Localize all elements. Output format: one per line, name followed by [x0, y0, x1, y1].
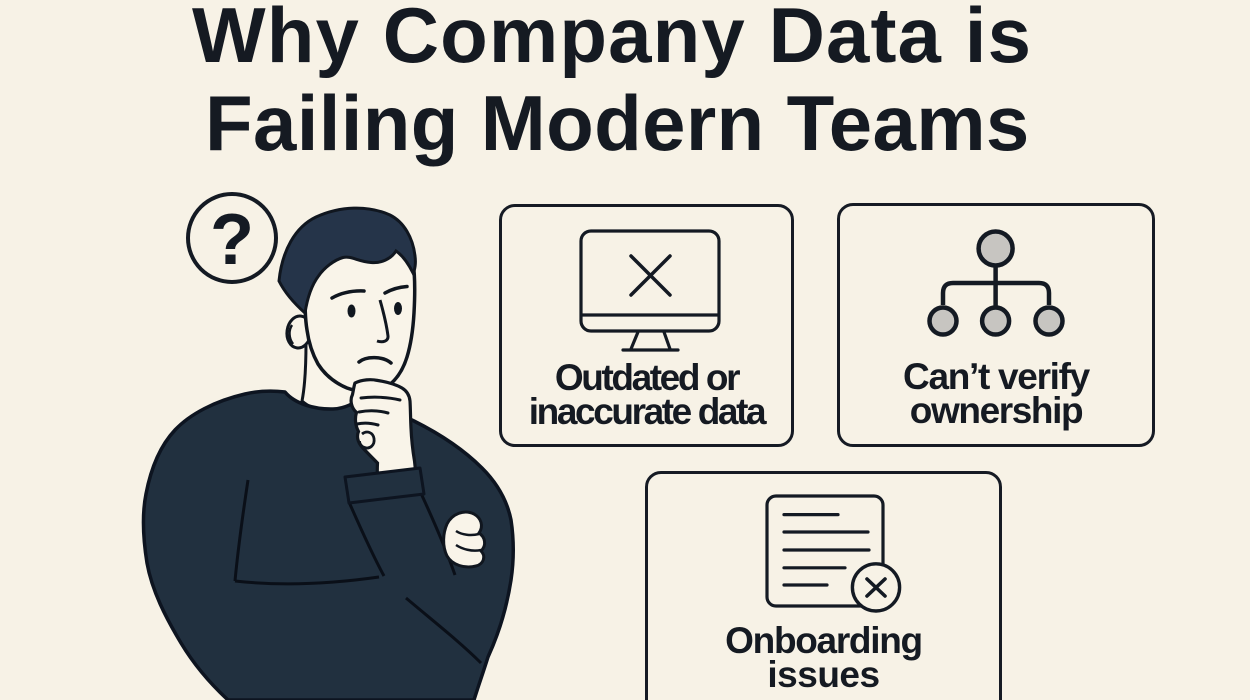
svg-text:?: ? [210, 200, 254, 280]
